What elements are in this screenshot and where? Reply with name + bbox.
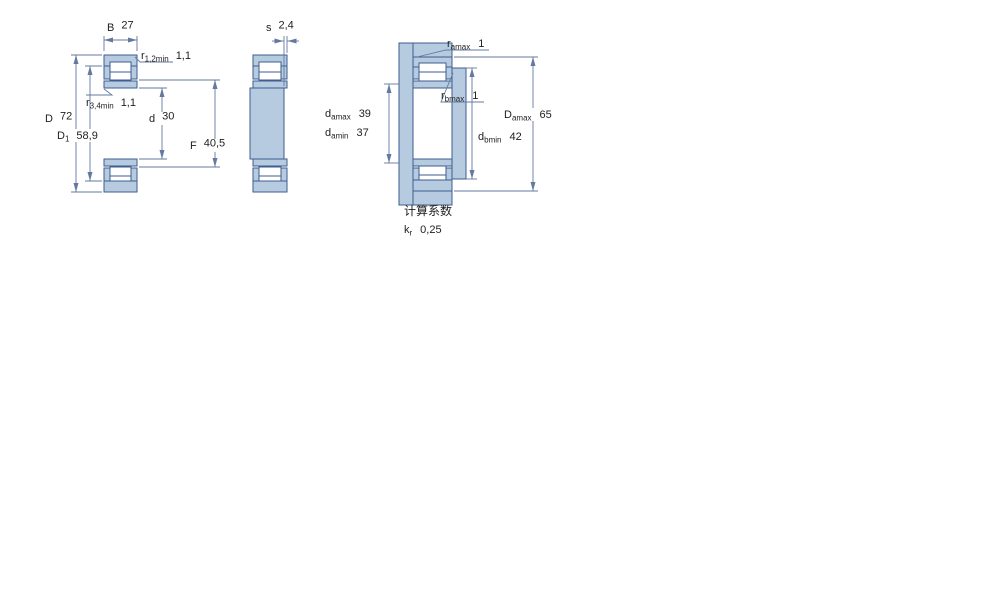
outer-ring-bottom xyxy=(252,180,288,193)
leader-ramax xyxy=(416,49,489,58)
outer-ring-flange-right-top xyxy=(130,65,138,80)
outer-ring-flange-left-bottom xyxy=(252,167,260,182)
outer-ring-flange-left-top xyxy=(103,65,111,80)
inner-ring-abutment-wall xyxy=(451,67,467,180)
leader-r12 xyxy=(134,56,173,63)
inner-ring-band-top xyxy=(252,80,288,89)
housing-slab-bottom xyxy=(412,190,453,206)
roller-top xyxy=(258,61,282,81)
shaft-shoulder-wall xyxy=(398,42,414,206)
inner-ring-band-bottom xyxy=(252,158,288,167)
outer-ring-flange-right-bottom xyxy=(280,167,288,182)
bearing-outline xyxy=(249,54,288,193)
outer-ring-flange-left-bottom xyxy=(103,167,111,182)
label-backing xyxy=(55,129,102,142)
outer-ring-flange-left-bottom xyxy=(412,167,420,181)
outer-ring-flange-right-bottom xyxy=(445,167,453,181)
outer-ring-flange-right-bottom xyxy=(130,167,138,182)
outer-ring-bottom xyxy=(412,179,453,192)
leader-r34 xyxy=(86,88,114,96)
inner-ring-bottom xyxy=(103,158,138,167)
outer-ring-flange-left-top xyxy=(412,66,420,80)
label-backing xyxy=(188,139,226,152)
label-backing xyxy=(502,108,563,121)
outer-ring-flange-left-top xyxy=(252,65,260,80)
leader-rbmax xyxy=(440,72,484,103)
inner-ring-cylinder xyxy=(249,87,285,160)
dimension-lines-right xyxy=(384,49,538,192)
factors-title: 计算系数 xyxy=(404,203,452,218)
abutment-parts xyxy=(398,42,467,206)
outer-ring-bottom xyxy=(103,180,138,193)
label-backing xyxy=(147,112,175,125)
dimension-lines-middle xyxy=(272,36,299,86)
inner-ring-bottom xyxy=(412,158,453,167)
roller-top xyxy=(109,61,132,81)
inner-ring-top xyxy=(412,80,453,89)
bearing-cross-section xyxy=(103,54,138,193)
inner-ring-top xyxy=(103,80,138,89)
mounted-bearing-section xyxy=(412,56,453,192)
